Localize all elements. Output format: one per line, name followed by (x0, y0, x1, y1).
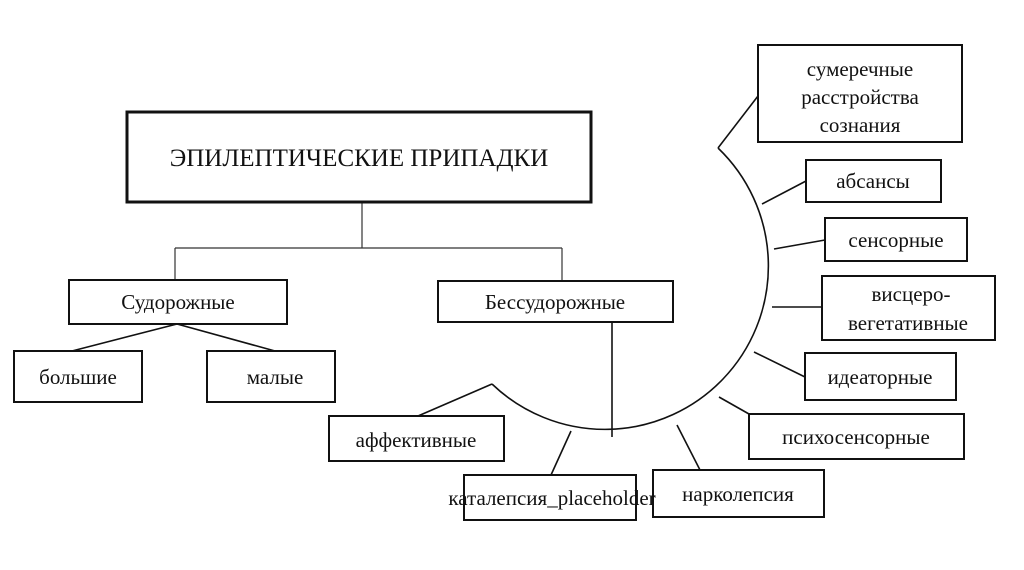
node-convulsive: Судорожные (68, 279, 288, 325)
connector-to-affective (417, 383, 493, 417)
node-ideatory: идеаторные (804, 352, 957, 401)
node-cataplexy-label: каталепсия_placeholder (448, 486, 655, 510)
node-narcolepsy: нарколепсия (652, 469, 825, 518)
node-visceral-line-2: вегетативные (848, 311, 968, 335)
node-absence: абсансы (805, 159, 942, 203)
node-small: малые (206, 350, 336, 403)
node-sensory: сенсорные (824, 217, 968, 262)
arc-connector (491, 147, 770, 431)
node-nonconvulsive-label: Бессудорожные (485, 290, 625, 314)
node-twilight: сумеречные расстройства сознания (757, 44, 963, 143)
node-narcolepsy-label: нарколепсия (682, 482, 794, 506)
node-root: ЭПИЛЕПТИЧЕСКИЕ ПРИПАДКИ (125, 110, 593, 204)
node-nonconvulsive: Бессудорожные (437, 280, 674, 323)
connector-to-sensory (773, 239, 826, 250)
connector-to-psychosensory (718, 396, 750, 415)
node-large-label: большие (39, 365, 117, 389)
connector-to-twilight (717, 95, 759, 149)
node-psychosensory-label: психосенсорные (782, 425, 930, 449)
node-ideatory-label: идеаторные (828, 365, 933, 389)
node-cataplexy: каталепсия_placeholder (448, 474, 656, 521)
node-visceral-line-1: висцеро- (871, 282, 950, 306)
connector-to-cataplexy (550, 430, 572, 476)
node-twilight-line-3: сознания (820, 113, 901, 137)
node-convulsive-label: Судорожные (121, 290, 235, 314)
node-sensory-label: сенсорные (848, 228, 943, 252)
connector-to-ideatory (753, 351, 806, 378)
node-visceral: висцеро- вегетативные (821, 275, 996, 341)
connector-to-large (71, 323, 178, 352)
node-small-label: малые (247, 365, 304, 389)
connector-to-small (176, 323, 276, 352)
node-absence-label: абсансы (836, 169, 910, 193)
node-root-label: ЭПИЛЕПТИЧЕСКИЕ ПРИПАДКИ (170, 145, 549, 172)
connector-to-narcolepsy (676, 424, 701, 471)
node-psychosensory: психосенсорные (748, 413, 965, 460)
node-large: большие (13, 350, 143, 403)
node-affective-label: аффективные (356, 428, 477, 452)
node-twilight-line-1: сумеречные (807, 57, 913, 81)
node-affective: аффективные (328, 415, 505, 462)
node-twilight-line-2: расстройства (801, 85, 919, 109)
connector-to-absence (761, 180, 807, 205)
